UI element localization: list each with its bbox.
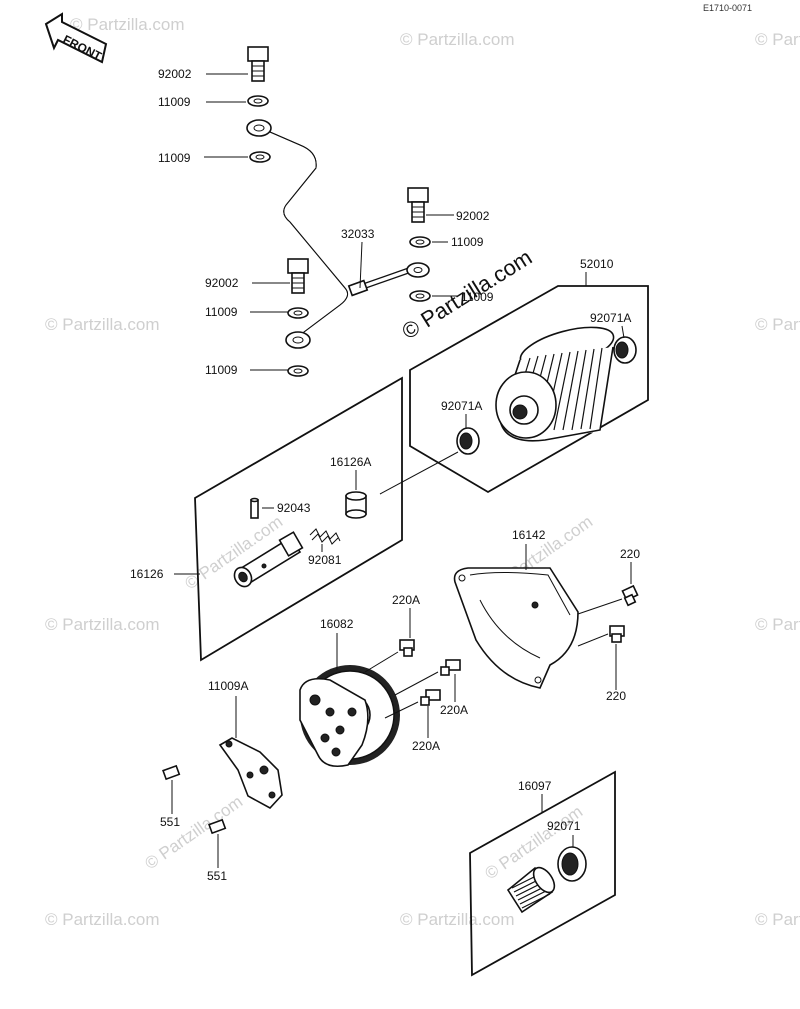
- o-ring-icon: [456, 427, 480, 455]
- washer-icon: [409, 290, 431, 302]
- label-16126: 16126: [130, 567, 164, 581]
- relief-valve-cap-icon: [345, 491, 367, 519]
- banjo-bolt-icon: [407, 187, 429, 223]
- washer-icon: [287, 307, 309, 319]
- relief-valve-frame: [194, 376, 403, 662]
- washer-icon: [287, 365, 309, 377]
- label-11009: 11009: [451, 235, 484, 249]
- label-16126A: 16126A: [330, 455, 371, 469]
- label-92071A: 92071A: [441, 399, 482, 413]
- watermark: © Partzilla.com: [141, 792, 246, 873]
- spring-icon: [309, 528, 341, 545]
- label-32033: 32033: [341, 227, 375, 241]
- pin-icon: [250, 497, 259, 519]
- o-ring-icon: [613, 336, 637, 364]
- label-220A: 220A: [440, 703, 468, 717]
- bolt-220A-icon: [420, 689, 441, 706]
- watermark: © Partzilla.com: [45, 315, 160, 334]
- oil-pipe-icon: [246, 119, 430, 349]
- label-11009: 11009: [205, 305, 238, 319]
- label-11009: 11009: [158, 151, 191, 165]
- label-551: 551: [207, 869, 227, 883]
- label-92002: 92002: [158, 67, 192, 81]
- o-ring-icon: [557, 846, 587, 882]
- label-220A: 220A: [392, 593, 420, 607]
- label-92043: 92043: [277, 501, 311, 515]
- watermark: © Partzilla.com: [400, 910, 515, 929]
- label-11009: 11009: [205, 363, 238, 377]
- label-92071: 92071: [547, 819, 581, 833]
- label-52010: 52010: [580, 257, 614, 271]
- watermark: © Partzilla.com: [400, 30, 515, 49]
- watermark: © Partzilla.com: [755, 615, 800, 634]
- bolt-220A-icon: [399, 639, 415, 657]
- bolt-220A-icon: [440, 659, 461, 676]
- label-16142: 16142: [512, 528, 546, 542]
- label-92071A: 92071A: [590, 311, 631, 325]
- label-16082: 16082: [320, 617, 354, 631]
- banjo-bolt-icon: [287, 258, 309, 294]
- watermark: © Partzilla.com: [45, 910, 160, 929]
- label-220: 220: [620, 547, 640, 561]
- oil-strainer-icon: [506, 866, 556, 914]
- relief-valve-icon: [233, 531, 304, 588]
- gasket-icon: [218, 737, 283, 810]
- oil-pump-body-icon: [299, 677, 369, 768]
- watermark: © Partzilla.com: [45, 615, 160, 634]
- washer-icon: [249, 151, 271, 163]
- watermark: © Partzilla.com: [755, 30, 800, 49]
- watermark: © Partzilla.com: [70, 15, 185, 34]
- oil-strainer-frame: [469, 770, 616, 977]
- dowel-pin-icon: [162, 764, 181, 781]
- label-16097: 16097: [518, 779, 552, 793]
- dowel-pin-icon: [208, 818, 227, 835]
- reference-code: E1710-0071: [703, 3, 752, 13]
- label-220: 220: [606, 689, 626, 703]
- watermark: © Partzilla.com: [755, 910, 800, 929]
- label-551: 551: [160, 815, 180, 829]
- label-92002: 92002: [205, 276, 239, 290]
- bolt-220-icon: [621, 584, 639, 607]
- bolt-220-icon: [609, 625, 625, 643]
- label-92081: 92081: [308, 553, 342, 567]
- banjo-bolt-icon: [247, 46, 269, 82]
- label-11009A: 11009A: [208, 679, 248, 693]
- label-11009: 11009: [461, 290, 494, 304]
- watermark: © Partzilla.com: [755, 315, 800, 334]
- oil-filter-icon: [495, 326, 615, 442]
- label-11009: 11009: [158, 95, 191, 109]
- pump-cover-icon: [453, 567, 579, 689]
- washer-icon: [247, 95, 269, 107]
- oil-filter-frame: [409, 285, 649, 494]
- label-92002: 92002: [456, 209, 490, 223]
- label-220A: 220A: [412, 739, 440, 753]
- washer-icon: [409, 236, 431, 248]
